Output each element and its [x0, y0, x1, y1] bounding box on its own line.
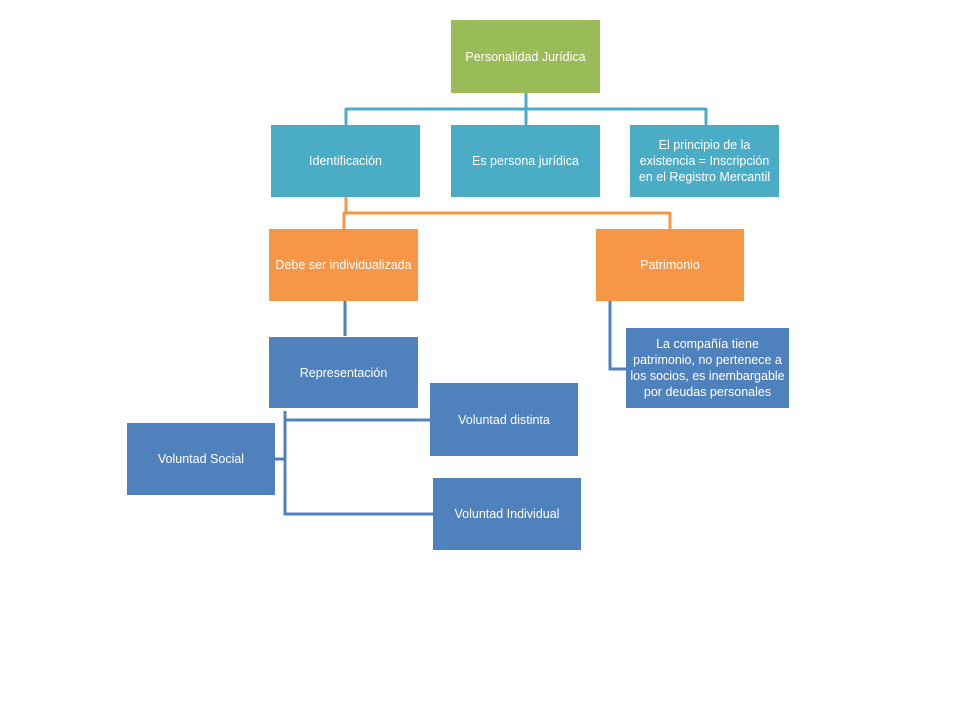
node-representacion-label: Representación: [299, 365, 388, 380]
node-voluntad-distinta: Voluntad distinta: [430, 383, 578, 456]
node-personalidad-juridica-label: Personalidad Jurídica: [465, 49, 586, 64]
node-voluntad-individual-label: Voluntad Individual: [454, 507, 560, 521]
node-patrimonio-label: Patrimonio: [640, 258, 700, 272]
node-patrimonio-detalle-label: La compañía tiene patrimonio, no pertene…: [630, 337, 785, 399]
node-patrimonio: Patrimonio: [596, 229, 744, 301]
node-representacion: Representación: [269, 337, 418, 408]
node-patrimonio-detalle: La compañía tiene patrimonio, no pertene…: [626, 328, 789, 408]
node-principio-existencia: El principio de la existencia = Inscripc…: [630, 125, 779, 197]
node-voluntad-social-label: Voluntad Social: [157, 452, 245, 466]
node-personalidad-juridica: Personalidad Jurídica: [451, 20, 600, 93]
node-identificacion: Identificación: [271, 125, 420, 197]
node-principio-existencia-label: El principio de la existencia = Inscripc…: [638, 138, 771, 184]
node-individualizada-label: Debe ser individualizada: [275, 258, 412, 272]
connector-patrimonio-detalle: [608, 301, 626, 371]
node-voluntad-individual: Voluntad Individual: [433, 478, 581, 550]
node-persona-juridica-label: Es persona jurídica: [471, 154, 579, 168]
node-voluntad-distinta-label: Voluntad distinta: [458, 412, 550, 427]
node-individualizada: Debe ser individualizada: [269, 229, 418, 301]
node-voluntad-social: Voluntad Social: [127, 423, 275, 495]
node-persona-juridica: Es persona jurídica: [451, 125, 600, 197]
connector-voluntad-bracket: [283, 411, 433, 516]
node-identificacion-label: Identificación: [309, 154, 382, 168]
